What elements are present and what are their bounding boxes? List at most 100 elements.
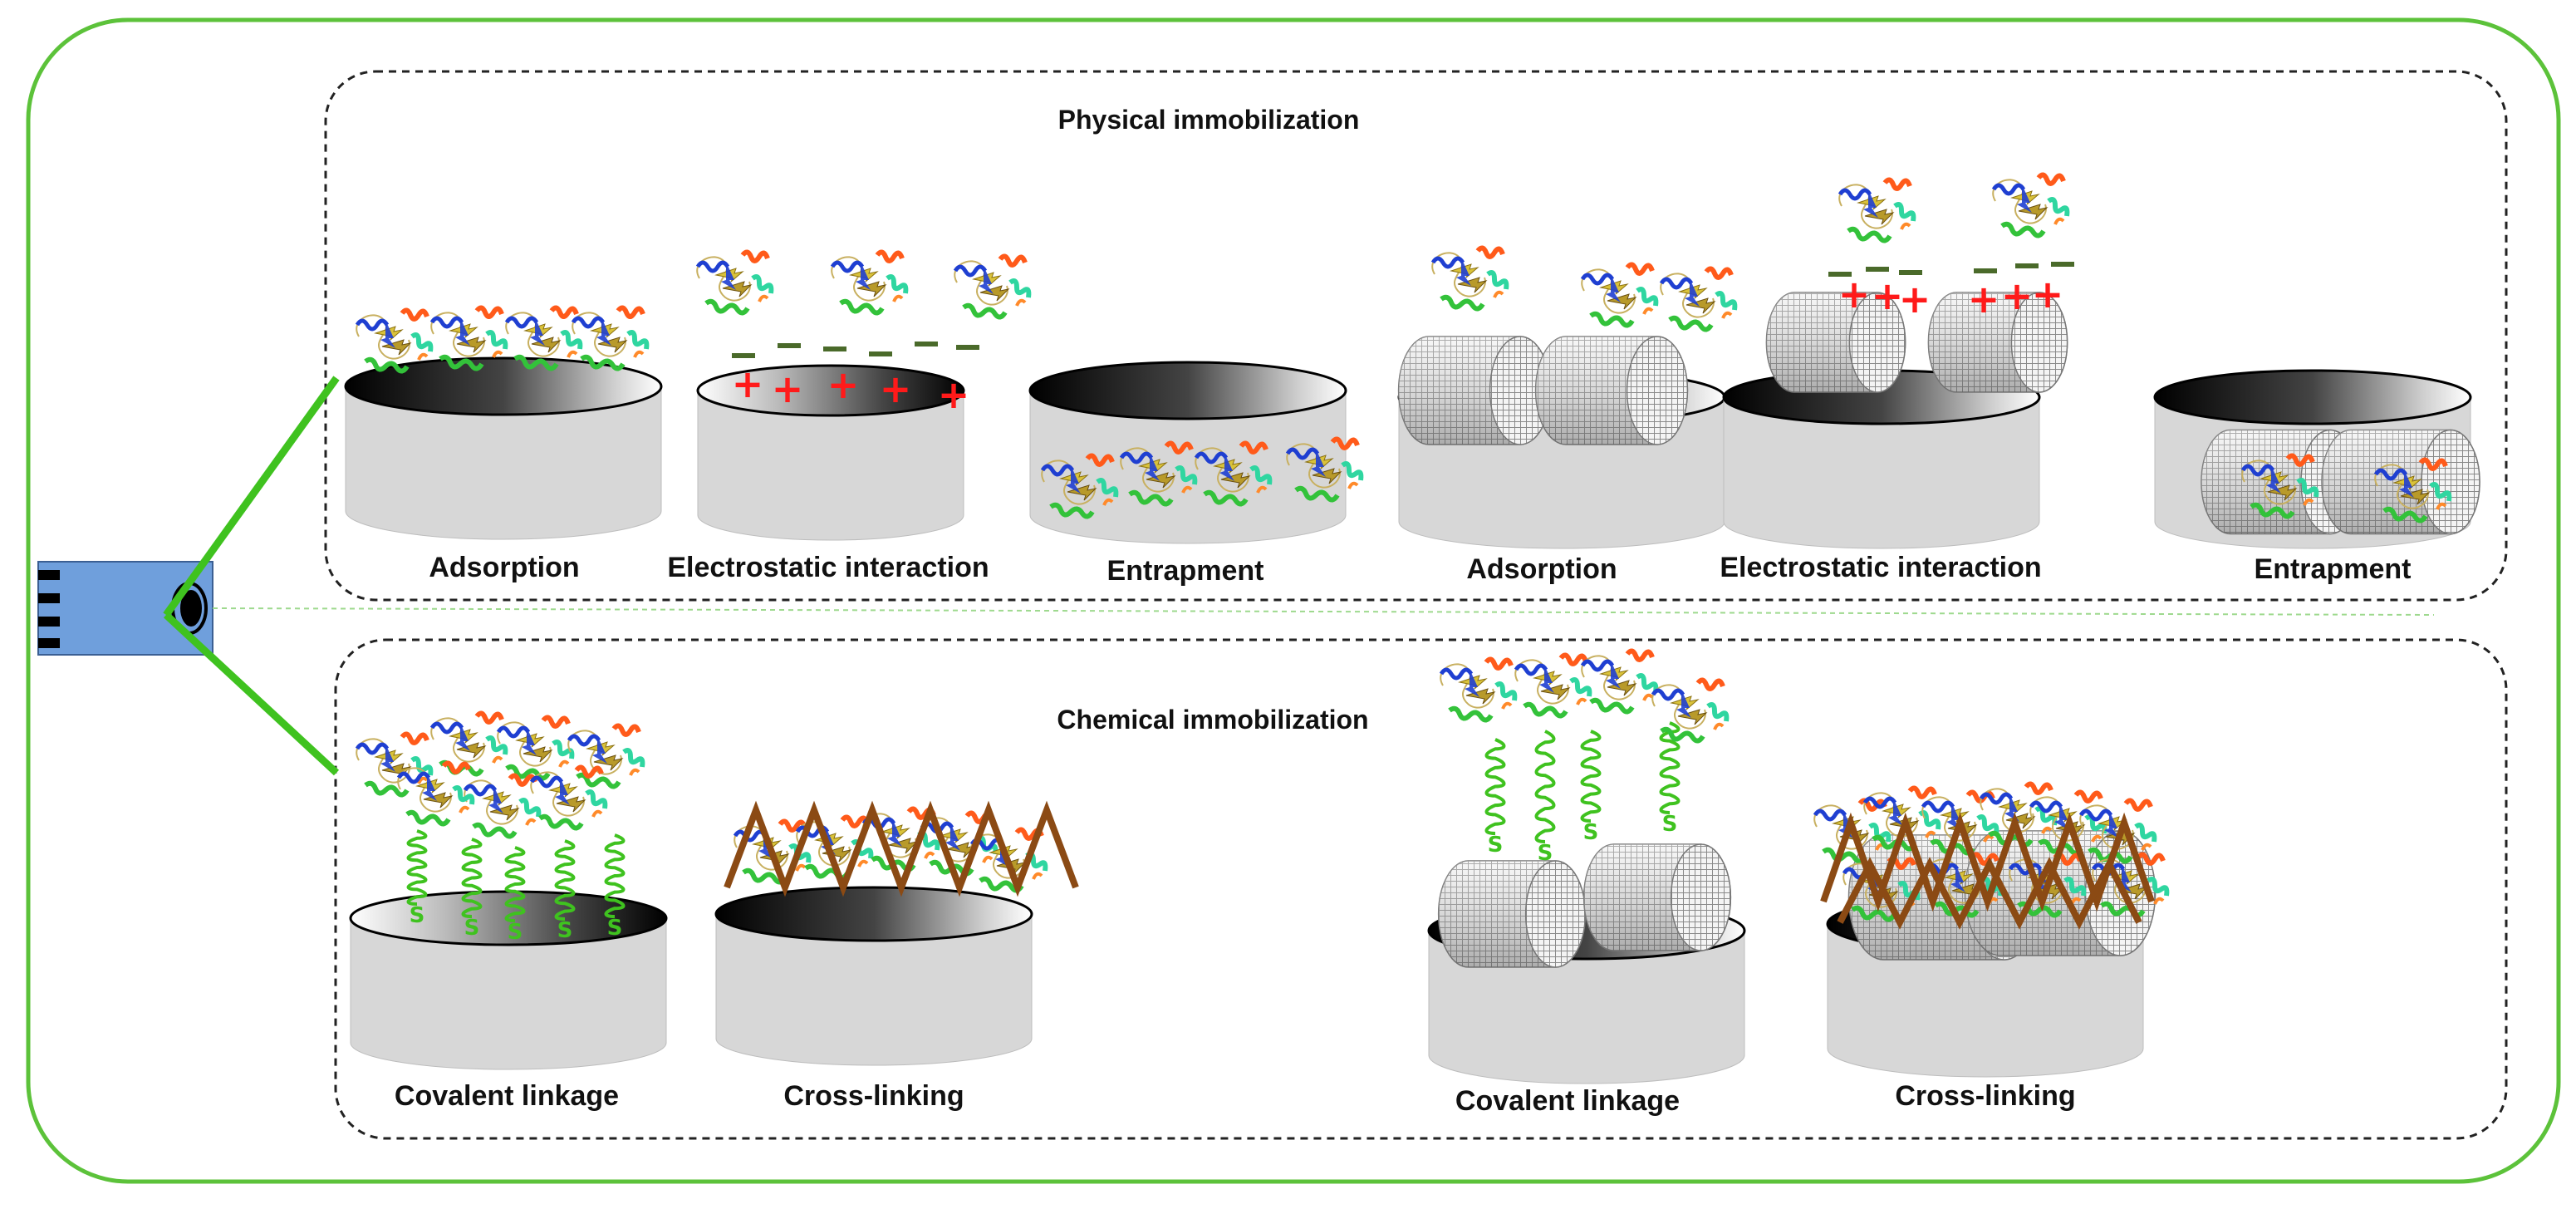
- protein-sheet: [1607, 680, 1637, 696]
- protein-sheet: [380, 744, 395, 772]
- positive-charge-nt-2: +: [1899, 277, 1931, 322]
- protein-helix: [364, 780, 410, 798]
- linker-spring: [1534, 730, 1556, 843]
- protein-helix: [704, 298, 750, 316]
- protein-helix: [2147, 877, 2170, 897]
- protein-helix: [410, 756, 434, 776]
- protein-helix: [1015, 298, 1027, 307]
- protein-helix: [1589, 697, 1635, 715]
- protein-helix: [1049, 502, 1095, 519]
- protein-coil: [1581, 268, 1636, 314]
- protein-entrapped-3: [1285, 436, 1364, 503]
- protein-helix: [452, 785, 475, 805]
- positive-charge-nt-4: +: [2001, 273, 2034, 318]
- protein-helix: [839, 298, 885, 316]
- protein-helix: [2373, 468, 2408, 481]
- protein-coil: [954, 260, 1008, 306]
- protein-coil: [696, 256, 751, 302]
- protein-sheet: [1606, 274, 1621, 302]
- protein-helix: [629, 768, 640, 776]
- protein-helix: [1900, 222, 1911, 230]
- protein-helix: [2153, 897, 2165, 905]
- protein-nt-covalent-1: [1514, 652, 1592, 719]
- label-electrostatic-nanotube: Electrostatic interaction: [1720, 552, 2042, 583]
- electrode: [37, 561, 213, 656]
- protein-nt-adsorbed-1: [1580, 262, 1659, 328]
- linker-spring: [461, 838, 483, 918]
- protein-sheet: [597, 337, 628, 353]
- protein-helix: [525, 818, 537, 826]
- protein-helix: [1523, 701, 1568, 719]
- protein-sheet: [1888, 798, 1903, 826]
- thiol-label: S: [607, 916, 623, 941]
- protein-coil: [497, 721, 552, 767]
- protein-coil: [1440, 663, 1494, 709]
- protein-helix: [1514, 663, 1548, 676]
- positive-charge-nt-1: +: [1872, 273, 1904, 318]
- protein-helix: [1589, 311, 1635, 328]
- protein-helix: [474, 710, 504, 725]
- protein-nt-covalent-2: [1580, 648, 1659, 715]
- protein-sheet: [456, 742, 487, 759]
- protein-helix: [508, 773, 537, 787]
- protein-helix: [2078, 808, 2113, 822]
- protein-sheet: [592, 735, 607, 764]
- protein-sheet: [593, 754, 624, 771]
- protein-helix: [2429, 482, 2452, 502]
- protein-coil: [2374, 464, 2429, 509]
- protein-coil: [356, 738, 410, 784]
- protein-helix: [417, 352, 429, 361]
- protein-helix: [751, 274, 774, 294]
- label-adsorption-planar: Adsorption: [429, 552, 580, 583]
- protein-sheet: [2267, 484, 2298, 501]
- protein-sheet: [2399, 469, 2414, 498]
- label-covalent-nanotube: Covalent linkage: [1455, 1085, 1681, 1117]
- protein-helix: [1625, 262, 1655, 276]
- protein-sheet: [1606, 661, 1621, 689]
- label-crosslinking-planar: Cross-linking: [783, 1080, 964, 1112]
- protein-sheet: [1685, 278, 1700, 307]
- protein-electrostatic-2: [953, 253, 1032, 320]
- protein-adsorbed-3: [571, 305, 650, 371]
- protein-helix: [2047, 197, 2070, 217]
- protein-helix: [2382, 506, 2428, 523]
- label-adsorption-nanotube: Adsorption: [1466, 553, 1617, 585]
- protein-sheet: [596, 317, 611, 346]
- thiol-label: S: [557, 918, 573, 943]
- protein-coil: [356, 314, 410, 360]
- protein-helix: [474, 305, 504, 319]
- protein-helix: [504, 316, 539, 329]
- protein-coil: [505, 312, 560, 357]
- protein-helix: [505, 764, 551, 781]
- protein-sheet: [522, 727, 537, 755]
- protein-sheet: [945, 823, 960, 851]
- support-body: [1723, 396, 2040, 549]
- protein-sheet: [1540, 684, 1571, 700]
- support-body: [345, 386, 662, 540]
- protein-helix: [695, 260, 730, 273]
- protein-helix: [2073, 789, 2103, 804]
- protein-helix: [886, 274, 909, 294]
- protein-helix: [1659, 277, 1694, 290]
- physical-section-title: Physical immobilization: [1057, 105, 1360, 135]
- crosslinker-nanotube: [1820, 812, 2155, 912]
- magnify-line-top: [163, 376, 340, 617]
- protein-helix: [830, 260, 865, 273]
- protein-helix: [626, 330, 650, 350]
- support-top-surface: [2153, 369, 2472, 425]
- protein-helix: [355, 318, 390, 332]
- protein-adsorbed-1: [429, 305, 508, 371]
- protein-helix: [1882, 177, 1912, 191]
- protein-electrostatic-0: [695, 249, 774, 316]
- protein-helix: [1660, 726, 1705, 744]
- linker-spring: [604, 833, 626, 918]
- protein-helix: [576, 772, 621, 789]
- protein-helix: [2303, 498, 2314, 506]
- protein-helix: [1695, 677, 1725, 691]
- positive-charge-4: +: [938, 372, 970, 417]
- protein-helix: [567, 734, 601, 747]
- protein-sheet: [489, 804, 520, 821]
- protein-sheet: [1677, 709, 1708, 725]
- protein-helix: [1576, 697, 1587, 705]
